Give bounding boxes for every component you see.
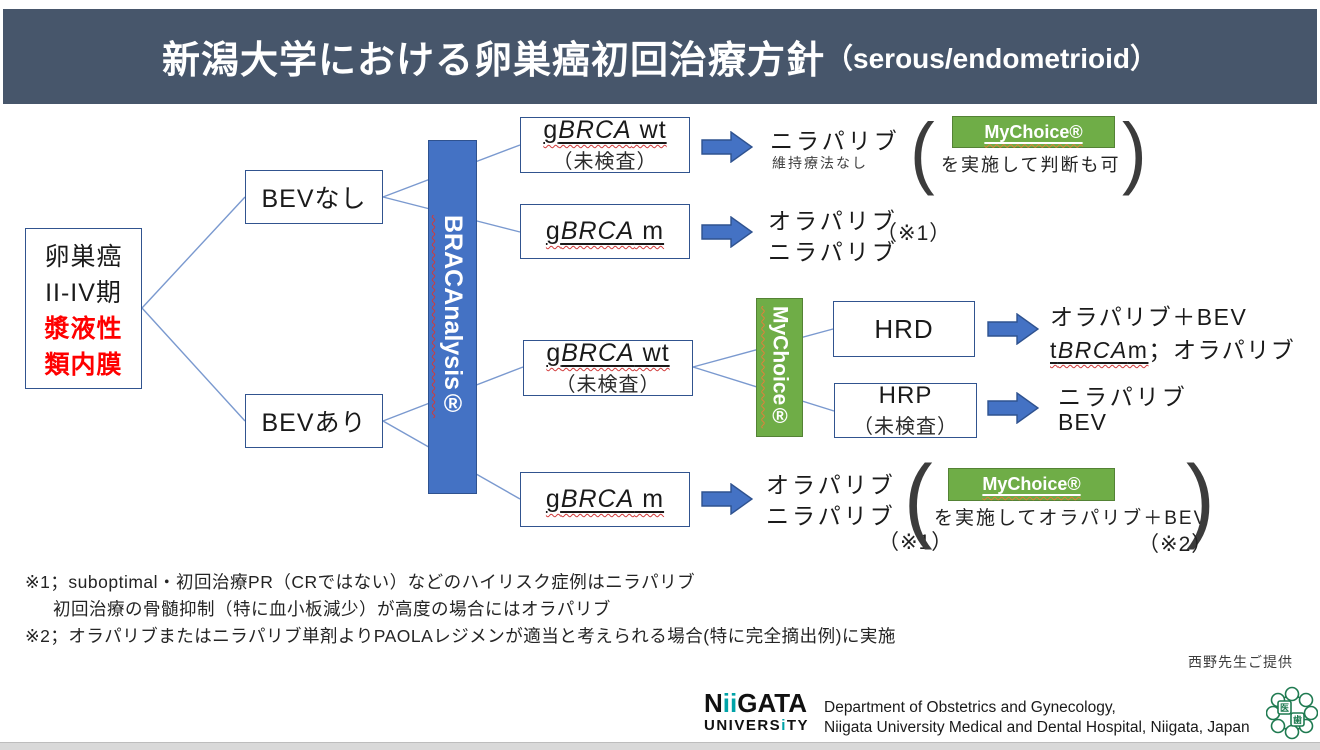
start-line3-serous: 漿液性	[44, 314, 123, 343]
page-title: 新潟大学における卵巣癌初回治療方針	[162, 40, 826, 82]
bev-yes-label: BEVあり	[261, 409, 367, 437]
title-bar: 新潟大学における卵巣癌初回治療方針 （serous/endometrioid）	[3, 9, 1317, 104]
gbrca-wt-untested: （未検査）	[552, 151, 658, 173]
gbrca-m-label: gBRCA m	[545, 217, 665, 245]
hrp-label: HRP	[878, 382, 933, 409]
footnote-1-line2: 初回治療の骨髄抑制（特に血小板減少）が高度の場合にはオラパリブ	[53, 599, 611, 619]
bracanalysis-label: BRACAnalysis®	[439, 215, 467, 419]
node-bev-yes: BEVあり	[245, 394, 383, 448]
gbrca-wt-label: gBRCA wt	[546, 339, 670, 367]
bracanalysis-bar: BRACAnalysis®	[428, 140, 477, 494]
open-paren: (	[910, 106, 935, 197]
start-line2: II-IV期	[45, 278, 122, 307]
niigata-university-logo-sub: UNIVERSiTY	[704, 717, 810, 734]
mychoice-chip-top: MyChoice®	[952, 116, 1115, 148]
footnote-ref-1: （※1）	[876, 222, 952, 245]
gbrca-m-label: gBRCA m	[545, 485, 665, 513]
node-gbrca-wt-upper: gBRCA wt （未検査）	[520, 116, 690, 173]
close-paren: )	[1186, 446, 1215, 551]
mychoice-bar-label: MyChoice®	[768, 306, 792, 429]
node-gbrca-wt-lower: gBRCA wt （未検査）	[523, 339, 693, 396]
credit-text: 西野先生ご提供	[1188, 654, 1293, 670]
bev-none-label: BEVなし	[261, 185, 367, 213]
department-line1: Department of Obstetrics and Gynecology,	[824, 699, 1116, 716]
footnote-ref-1: （※1）	[878, 531, 954, 554]
bottom-strip	[0, 742, 1320, 750]
page-title-subtype: （serous/endometrioid）	[825, 42, 1158, 74]
gbrca-wt-untested: （未検査）	[555, 374, 661, 396]
mychoice-chip-label: MyChoice®	[982, 474, 1081, 494]
node-start-ovarian-cancer: 卵巣癌 II-IV期 漿液性 類内膜	[25, 228, 142, 389]
gbrca-wt-label: gBRCA wt	[543, 116, 667, 144]
mychoice-chip-label: MyChoice®	[984, 121, 1083, 142]
start-line1: 卵巣癌	[44, 242, 123, 271]
department-line2: Niigata University Medical and Dental Ho…	[824, 719, 1250, 736]
outcome-no-maintenance: 維持療法なし	[772, 155, 868, 171]
outcome-olaparib-bev: オラパリブ＋BEV	[1050, 304, 1248, 330]
hrd-label: HRD	[874, 313, 934, 344]
footnote-1-line1: ※1；suboptimal・初回治療PR（CRではない）などのハイリスク症例はニ…	[25, 572, 696, 592]
node-hrp: HRP （未検査）	[834, 382, 977, 438]
arrow-icon	[987, 392, 1039, 424]
arrow-icon	[701, 131, 753, 163]
arrow-icon	[987, 313, 1039, 345]
outcome-olaparib: オラパリブ	[766, 472, 896, 498]
footnote-2: ※2；オラパリブまたはニラパリブ単剤よりPAOLAレジメンが適当と考えられる場合…	[25, 626, 896, 646]
hospital-seal-icon: 医 歯	[1266, 686, 1318, 740]
open-paren: (	[904, 446, 933, 551]
outcome-niraparib: ニラパリブ	[768, 239, 898, 265]
mychoice-chip-bottom: MyChoice®	[948, 468, 1115, 501]
outcome-tbrcam-olaparib: tBRCAm；オラパリブ	[1050, 337, 1296, 363]
seal-kanji-medicine: 医	[1280, 703, 1289, 713]
outcome-niraparib: ニラパリブ	[1058, 384, 1188, 410]
niigata-university-logo: NiiGATA	[704, 688, 808, 718]
mychoice-top-note: を実施して判断も可	[941, 155, 1121, 175]
outcome-olaparib: オラパリブ	[768, 208, 898, 234]
outcome-niraparib: ニラパリブ	[770, 128, 900, 154]
close-paren: )	[1122, 106, 1147, 197]
node-gbrca-m-upper: gBRCA m	[520, 204, 690, 259]
footnote-ref-2: （※2）	[1138, 533, 1214, 556]
arrow-icon	[701, 483, 753, 515]
seal-kanji-dental: 歯	[1293, 714, 1302, 725]
mychoice-bottom-note: を実施してオラパリブ＋BEV	[934, 508, 1209, 529]
node-bev-none: BEVなし	[245, 170, 383, 224]
arrow-icon	[701, 216, 753, 248]
node-gbrca-m-lower: gBRCA m	[520, 472, 690, 527]
hrp-untested: （未検査）	[853, 416, 958, 438]
outcome-bev: BEV	[1058, 409, 1108, 435]
mychoice-bar: MyChoice®	[756, 298, 803, 437]
start-line4-endometrioid: 類内膜	[44, 350, 123, 379]
node-hrd: HRD	[833, 301, 975, 357]
outcome-niraparib: ニラパリブ	[766, 503, 896, 529]
